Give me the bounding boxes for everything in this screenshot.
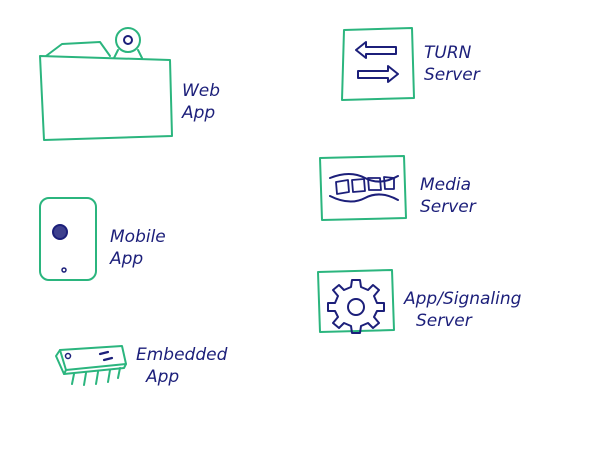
gear-icon [317,269,395,334]
turn-server-label: TURN Server [424,42,480,86]
browser-window-with-webcam-icon [39,27,173,141]
bidirectional-arrows-icon [341,27,415,101]
turn-server-label-line2: Server [424,65,480,85]
media-server-label-line1: Media [420,175,472,195]
media-server-label: Media Server [420,174,476,218]
mobile-app-label-line1: Mobile [110,227,166,247]
media-film-wave-icon [319,155,407,221]
embedded-app-label-line2: App [146,367,180,387]
smartphone-icon [39,197,97,281]
web-app-label: Web App [182,80,220,124]
mobile-app-label-line2: App [110,249,144,269]
signaling-server-label-line2: Server [416,311,472,331]
embedded-app-label: Embedded App [136,344,227,388]
signaling-server-label: App/Signaling Server [404,288,521,332]
web-app-label-line1: Web [182,81,221,101]
turn-server-label-line1: TURN [424,43,472,63]
microchip-icon [55,345,127,386]
embedded-app-label-line1: Embedded [136,345,228,365]
mobile-app-label: Mobile App [110,226,166,270]
signaling-server-label-line1: App/Signaling [404,289,522,309]
media-server-label-line2: Server [420,197,476,217]
web-app-label-line2: App [182,103,216,123]
